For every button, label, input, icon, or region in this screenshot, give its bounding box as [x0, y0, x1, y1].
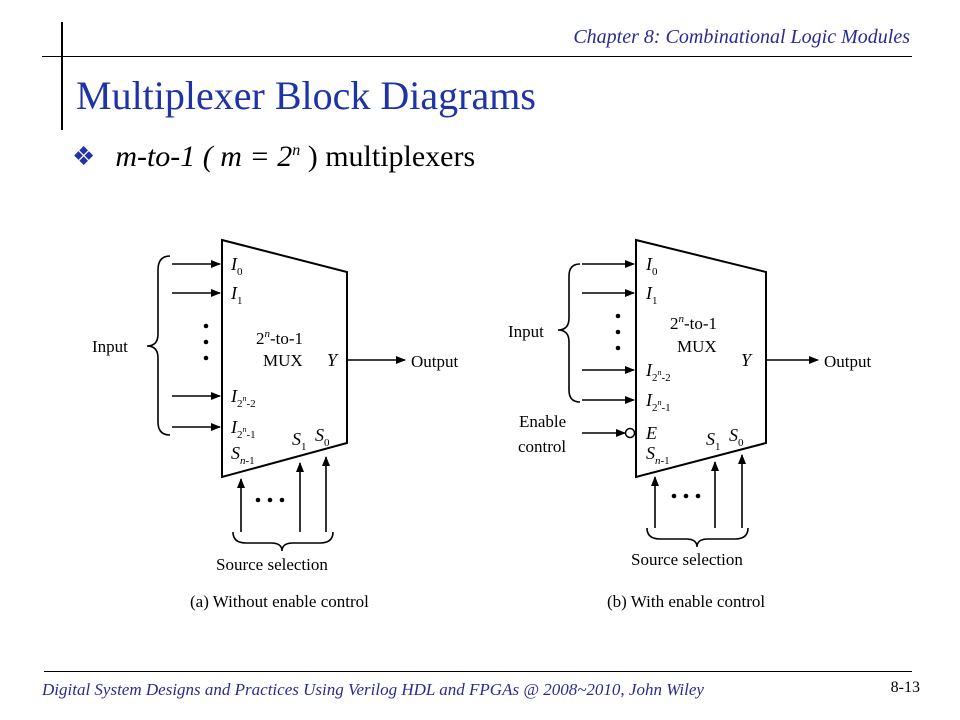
chapter-heading: Chapter 8: Combinational Logic Modules	[573, 26, 910, 48]
mux-b-ellipsis-dot	[615, 329, 621, 335]
mux-b-body	[635, 238, 767, 479]
mux-b-enable-label-1: Enable	[519, 412, 566, 431]
mux-b-enable-bubble	[624, 427, 636, 439]
mux-b-mux-word: MUX	[677, 337, 717, 356]
mux-a-pin-s0: S0	[315, 425, 330, 449]
mux-b-pin-i0: I0	[645, 254, 658, 278]
diagram-a: Input I0 I1 I2n-2 I2n-1 Sn-1 S1 S0 2n-to…	[92, 238, 459, 611]
mux-b-pin-i2n1: I2n-1	[645, 390, 671, 414]
mux-a-select-dot	[255, 497, 261, 503]
mux-a-ellipsis-dot	[203, 355, 209, 361]
mux-b-select-dot	[671, 493, 677, 499]
mux-a-pin-i2n1: I2n-1	[230, 417, 256, 441]
mux-a-pin-sn1: Sn-1	[231, 443, 255, 467]
mux-b-caption: (b) With enable control	[607, 592, 765, 611]
mux-b-source-selection: Source selection	[631, 550, 743, 569]
mux-b-pin-s0: S0	[729, 425, 744, 449]
mux-a-select-brace	[232, 531, 334, 552]
mux-b-pin-e: E	[645, 423, 657, 443]
mux-a-pin-i1: I1	[230, 283, 243, 307]
mux-b-input-label: Input	[508, 322, 544, 341]
mux-a-input-brace	[146, 255, 171, 436]
mux-a-output-label: Output	[411, 352, 459, 371]
page-title: Multiplexer Block Diagrams	[76, 73, 536, 118]
mux-a-pin-i2n2: I2n-2	[230, 386, 256, 410]
mux-a-ellipsis-dot	[203, 323, 209, 329]
diagram-b: Input Enable control I0 I1 I2n-2 I2n-1 E…	[508, 238, 872, 611]
mux-a-pin-i0: I0	[230, 254, 243, 278]
mux-b-type-label: 2n-to-1	[670, 313, 717, 333]
mux-a-y-label: Y	[327, 350, 339, 370]
mux-a-pin-s1: S1	[292, 429, 307, 453]
mux-b-pin-s1: S1	[706, 429, 721, 453]
bullet-text: m-to-1 ( m = 2n ) multiplexers	[115, 140, 475, 174]
mux-a-source-selection: Source selection	[216, 555, 328, 574]
mux-b-select-dot	[683, 493, 689, 499]
footer-credit: Digital System Designs and Practices Usi…	[42, 680, 704, 699]
mux-b-pin-i2n2: I2n-2	[645, 360, 671, 384]
bullet-item: ❖ m-to-1 ( m = 2n ) multiplexers	[72, 140, 475, 174]
header-vertical-rule	[61, 22, 63, 130]
mux-b-pin-sn1: Sn-1	[646, 443, 670, 467]
bullet-suffix: ) multiplexers	[300, 140, 476, 173]
mux-b-ellipsis-dot	[615, 345, 621, 351]
footer-rule	[44, 671, 912, 672]
bullet-prefix: m-to-1 ( m = 2	[115, 140, 293, 173]
mux-b-enable-label-2: control	[518, 437, 566, 456]
mux-b-select-brace	[646, 527, 749, 548]
mux-b-input-brace	[557, 263, 581, 403]
bullet-sup: n	[292, 142, 301, 159]
mux-b-select-dot	[695, 493, 701, 499]
mux-a-ellipsis-dot	[203, 339, 209, 345]
mux-a-type-label: 2n-to-1	[256, 328, 303, 348]
mux-a-input-label: Input	[92, 337, 128, 356]
mux-b-ellipsis-dot	[615, 313, 621, 319]
mux-b-output-label: Output	[824, 352, 872, 371]
mux-b-pin-i1: I1	[645, 283, 658, 307]
diamond-bullet-icon: ❖	[72, 142, 96, 171]
mux-a-caption: (a) Without enable control	[190, 592, 369, 611]
mux-a-select-dot	[279, 497, 285, 503]
mux-a-body	[221, 238, 348, 479]
mux-b-y-label: Y	[741, 350, 753, 370]
header-horizontal-rule	[42, 56, 912, 57]
page-number: 8-13	[890, 679, 920, 696]
mux-a-select-dot	[267, 497, 273, 503]
mux-a-mux-word: MUX	[263, 351, 303, 370]
